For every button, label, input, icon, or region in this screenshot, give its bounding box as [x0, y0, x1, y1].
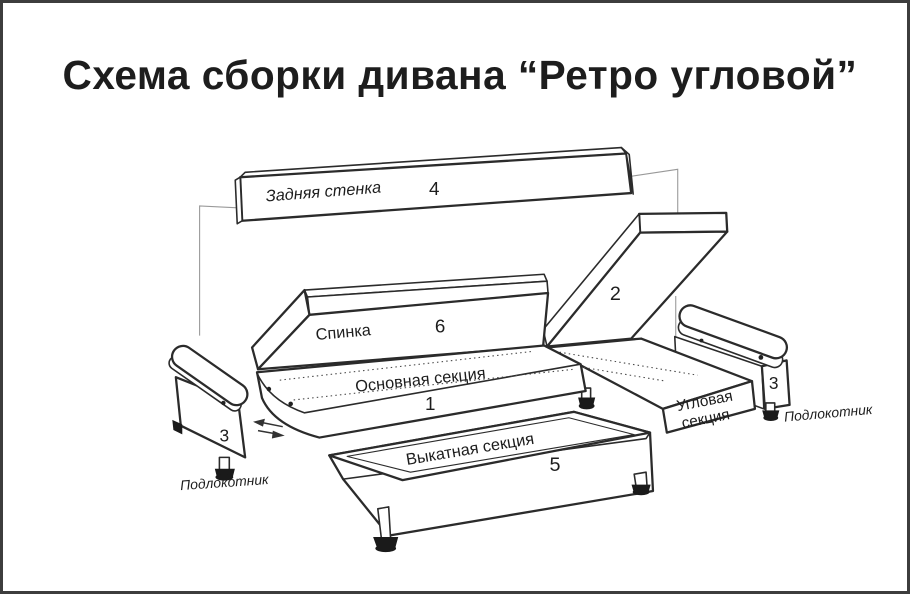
pullout-left-leg: [376, 506, 392, 543]
pullout-part: Выкатная секция 5: [328, 410, 655, 553]
main-section-part: Основная секция 1: [255, 344, 587, 439]
corner-section-foot-base: [578, 402, 595, 410]
armrest-right-cushion: [677, 304, 789, 369]
armrest-right-number: 3: [769, 373, 779, 393]
corner-section-part: Угловая секция: [545, 337, 757, 434]
main-section-stitch-line-1: [279, 350, 533, 381]
armrest-left-leg: [218, 456, 231, 472]
arrow-left-line: [262, 421, 283, 428]
armrest-left-bolt-dot: [221, 400, 226, 406]
armrest-left-rear-foot: [172, 419, 183, 435]
pullout-right-foot-base: [632, 488, 650, 496]
corner-section-front-face: [661, 380, 757, 434]
backrest-label: Спинка: [315, 321, 373, 344]
armrest-right-bolt-dot-2: [758, 355, 764, 360]
armrest-right-foot-base: [763, 414, 779, 422]
corner-section-stitch-line-1: [554, 350, 698, 376]
assembly-diagram-svg: Схема сборки дивана “Ретро угловой” Задн…: [63, 52, 873, 553]
corner-backrest-number: 2: [610, 283, 621, 305]
main-section-screw-hole-1: [266, 386, 272, 392]
pullout-mattress-seam: [346, 417, 635, 473]
main-section-number: 1: [425, 393, 435, 414]
corner-backrest-top-bar: [637, 211, 729, 234]
back-wall-left-cap: [234, 176, 243, 225]
arrow-left-head-icon: [253, 418, 265, 427]
armrest-right-cushion-top: [678, 304, 789, 360]
leader-line-left: [199, 205, 241, 336]
slide-direction-arrows: [253, 418, 285, 439]
main-section-stitch-line-2: [293, 368, 574, 401]
back-wall-part: Задняя стенка 4: [234, 146, 634, 225]
armrest-right-bolt-dot: [699, 338, 704, 343]
pullout-left-foot-base: [375, 544, 397, 553]
armrest-left-number: 3: [220, 426, 230, 446]
arrow-right-line: [257, 429, 275, 435]
back-wall-right-cap: [620, 146, 634, 195]
back-wall-number: 4: [429, 178, 439, 199]
leader-line-right-upper: [631, 168, 679, 213]
backrest-number: 6: [435, 316, 445, 337]
main-section-screw-hole-2: [288, 401, 293, 407]
armrest-left-foot-base: [215, 473, 234, 481]
armrest-right-label: Подлокотник: [783, 401, 873, 425]
armrest-left-label: Подлокотник: [180, 471, 270, 493]
page-title: Схема сборки дивана “Ретро угловой”: [63, 52, 858, 98]
armrest-left-cushion: [168, 344, 249, 412]
armrest-left-part: 3 Подлокотник: [168, 344, 270, 493]
arrow-right-head-icon: [271, 430, 285, 439]
backrest-part: Спинка 6: [250, 273, 550, 371]
pullout-mattress-top: [328, 410, 652, 482]
pullout-number: 5: [549, 454, 560, 476]
armrest-left-cushion-top: [170, 344, 249, 407]
main-section-front-edge: [256, 363, 581, 414]
